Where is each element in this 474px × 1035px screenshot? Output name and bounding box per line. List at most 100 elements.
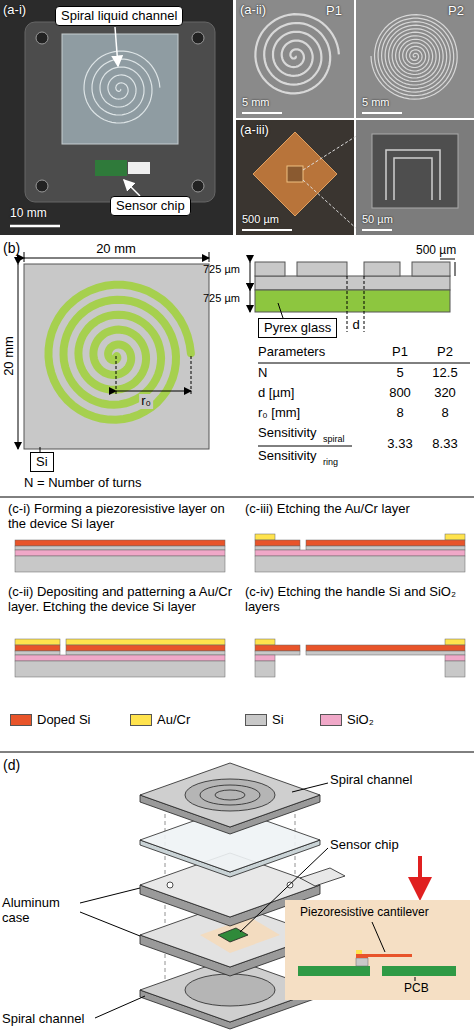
leader-lines-part	[80, 912, 140, 936]
table-cell: P1	[392, 345, 408, 360]
scale-label: 5 mm	[362, 96, 390, 109]
panel-label: (b)	[3, 240, 20, 256]
table-cell: Parameters	[258, 345, 325, 360]
legend-text: Au/Cr	[157, 712, 190, 728]
photo-chip-part	[253, 132, 337, 216]
legend-swatch	[320, 714, 342, 726]
sample-label: P2	[448, 4, 464, 19]
exploded-view-part	[215, 790, 245, 800]
spiral-plan-part	[24, 258, 209, 259]
process-steps-part	[255, 639, 275, 645]
dimension-label: 725 µm	[203, 292, 240, 305]
cross-section-part-part	[364, 262, 400, 276]
step-caption: (c-iv) Etching the handle Si and SiO₂ la…	[245, 585, 470, 615]
cross-section-part	[455, 262, 456, 276]
process-steps-part	[15, 546, 225, 550]
table-cell: ring	[323, 457, 338, 467]
table-cell: 320	[434, 386, 456, 401]
cantilever-inset-part	[356, 958, 368, 966]
step-caption: (c-ii) Depositing and patterning a Au/Cr…	[8, 585, 233, 615]
scale-label: 500 µm	[242, 213, 279, 226]
photo-device-part	[84, 51, 160, 123]
photo-chip-part	[372, 134, 458, 208]
part-label: Spiral channel	[330, 773, 412, 788]
photo-device-part	[128, 162, 150, 174]
box-text: Si	[36, 454, 48, 470]
process-steps-part	[15, 655, 225, 661]
dimension-label: 725 µm	[203, 263, 240, 276]
process-steps-part	[66, 639, 225, 645]
exploded-view-part	[300, 868, 345, 886]
legend-swatch	[10, 714, 32, 726]
red-arrow	[418, 856, 422, 893]
leader-lines-part	[292, 783, 328, 792]
table-cell: 5	[396, 366, 403, 381]
exploded-view-part	[185, 779, 275, 811]
process-steps-part	[66, 645, 225, 651]
photo-chip-part	[287, 166, 303, 182]
photo-device-part	[25, 22, 215, 202]
photo-device-part	[192, 180, 204, 192]
photo-spirals-part	[242, 112, 282, 114]
legend-swatch	[245, 714, 267, 726]
cantilever-inset	[285, 900, 470, 1000]
table-cell: N	[258, 366, 267, 381]
process-steps-part	[15, 540, 225, 546]
legend-text: Si	[272, 712, 284, 728]
photo-chip-part	[303, 180, 358, 230]
process-steps-part	[445, 534, 465, 540]
process-steps-part	[255, 550, 465, 556]
exploded-view-part	[167, 882, 173, 888]
spiral-plan-part	[24, 264, 209, 449]
note-text: N = Number of turns	[24, 476, 141, 491]
part-label: PCB	[404, 982, 429, 996]
part-label: Piezoresistive cantilever	[300, 906, 429, 920]
process-steps-part	[445, 639, 465, 645]
scale-label: 50 µm	[362, 213, 393, 226]
panel-label: (a-iii)	[240, 123, 269, 138]
dimension-label: 20 mm	[2, 334, 17, 378]
dimension-label: 500 µm	[416, 244, 456, 258]
photo-spirals	[236, 0, 474, 118]
process-steps-part	[255, 645, 300, 651]
photo-spirals-part	[362, 112, 402, 114]
photo-spirals-part	[236, 0, 354, 118]
process-steps-part	[255, 540, 300, 546]
cantilever-inset-part	[298, 966, 370, 976]
photo-device-part	[115, 27, 118, 66]
part-label: Sensor chip	[330, 838, 399, 853]
process-steps-part	[15, 550, 225, 556]
table-cell: 8	[396, 406, 403, 421]
process-steps-part	[66, 651, 225, 655]
photo-chip	[236, 120, 474, 235]
legend-text: Doped Si	[37, 712, 90, 728]
process-steps-part	[255, 655, 275, 661]
photo-chip-part	[362, 229, 392, 231]
part-label: Aluminum case	[2, 896, 80, 926]
cross-section	[250, 259, 470, 446]
photo-device-part	[192, 32, 204, 44]
part-label: Spiral channel	[2, 1012, 84, 1027]
dimension-label: r₀	[139, 394, 153, 409]
spiral-plan	[18, 252, 209, 453]
box-text: Sensor chip	[116, 198, 185, 214]
process-steps-part	[306, 651, 465, 655]
process-steps-part	[306, 540, 465, 546]
process-steps-part	[255, 534, 275, 540]
process-steps-part	[15, 661, 225, 677]
cross-section-part	[364, 276, 365, 332]
table-cell: d [µm]	[258, 386, 294, 401]
photo-device-part	[62, 34, 178, 144]
process-steps-part	[15, 639, 60, 645]
scale-label: 5 mm	[242, 96, 270, 109]
label-box: Pyrex glass	[258, 318, 337, 338]
table-cell: spiral	[323, 434, 345, 444]
photo-chip-part	[242, 229, 292, 231]
photo-device-part	[95, 160, 127, 176]
leader-lines-part	[80, 888, 140, 903]
photo-chip-part	[356, 120, 474, 235]
panel-label: (a-ii)	[240, 3, 266, 18]
table-cell: Sensitivity	[258, 426, 317, 441]
box-text: Pyrex glass	[264, 320, 331, 336]
exploded-view-part	[218, 928, 248, 942]
